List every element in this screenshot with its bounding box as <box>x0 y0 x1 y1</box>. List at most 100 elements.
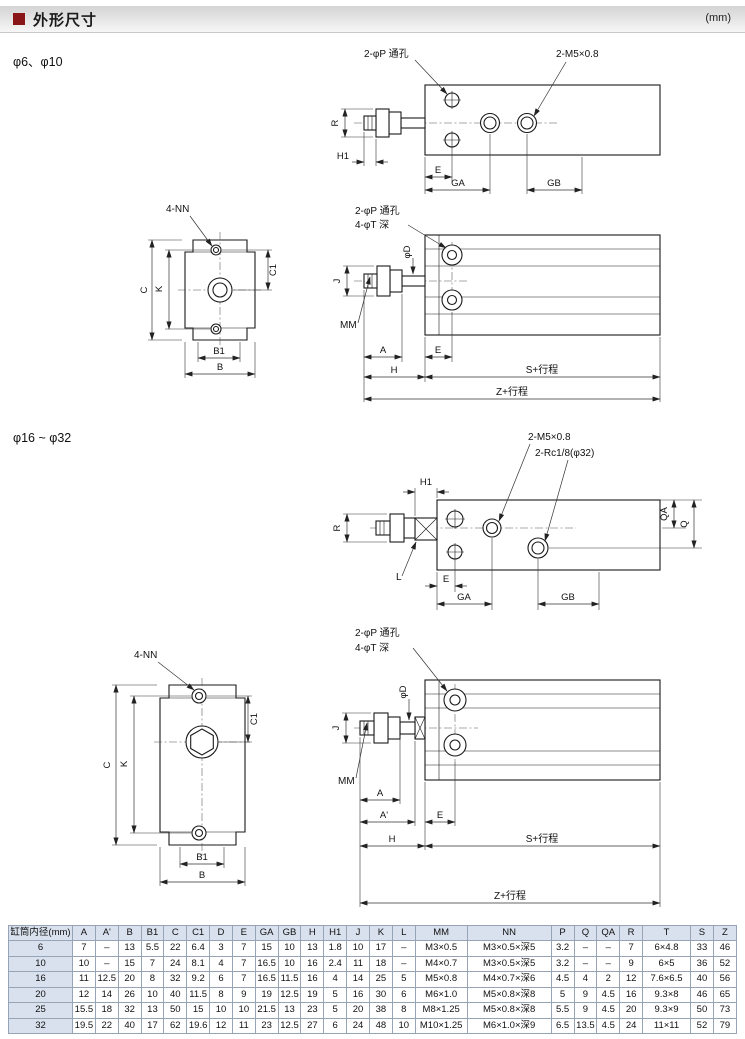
table-cell: M3×0.5×深5 <box>466 955 552 973</box>
dim-label-a-prime: A' <box>380 810 388 821</box>
table-cell: 40 <box>163 986 188 1004</box>
table-cell: 13 <box>277 1002 302 1019</box>
drawing-large-bore-port-view: 2-M5×0.8 2-Rc1/8(φ32) H1 R QA Q L E <box>332 432 702 610</box>
drawing-large-bore-end-view: 4-NN C K C1 B1 B <box>102 650 260 886</box>
column-header-C1: C1 <box>186 924 211 942</box>
table-cell: 30 <box>368 986 393 1004</box>
table-cell: 19 <box>300 986 325 1004</box>
table-cell: 24 <box>619 1017 644 1035</box>
dim-label-e: E <box>437 810 443 821</box>
row-id-cell: 20 <box>8 986 73 1004</box>
rod-assembly <box>363 265 426 297</box>
table-cell: 10 <box>231 1002 256 1019</box>
dim-label-s-stroke: S+行程 <box>526 363 559 376</box>
table-cell: 12 <box>72 986 96 1004</box>
table-cell: M6×1.0×深9 <box>466 1017 552 1035</box>
table-cell: 79 <box>712 1017 738 1035</box>
table-cell: 9 <box>573 1002 598 1019</box>
table-cell: M5×0.8×深8 <box>466 1002 552 1019</box>
nn-mounting-holes <box>191 688 207 841</box>
table-cell: 9.3×8 <box>642 986 692 1004</box>
table-cell: 36 <box>690 955 714 973</box>
table-cell: M4×0.7 <box>414 955 468 973</box>
label-t-depth: 4-φT 深 <box>355 219 389 231</box>
p-through-holes <box>443 91 461 149</box>
table-cell: M8×1.25 <box>414 1002 468 1019</box>
table-cell: 56 <box>712 971 738 988</box>
table-cell: 17 <box>368 940 393 957</box>
table-cell: 2 <box>596 971 621 988</box>
table-cell: 7 <box>72 940 96 957</box>
table-cell: 7 <box>619 940 644 957</box>
table-cell: 6 <box>323 1017 348 1035</box>
table-cell: 73 <box>712 1002 738 1019</box>
dim-label-a: A <box>380 345 387 356</box>
rod-assembly <box>363 108 426 138</box>
label-rod-diameter: φD <box>402 245 413 258</box>
label-rod-diameter: φD <box>398 685 409 698</box>
table-cell: 4 <box>323 971 348 988</box>
table-cell: 3.2 <box>550 940 575 957</box>
table-cell: 12 <box>619 971 644 988</box>
table-cell: 9.2 <box>186 971 211 988</box>
dim-label-c: C <box>102 761 113 768</box>
table-cell: 65 <box>712 986 738 1004</box>
table-cell: 7 <box>231 955 256 973</box>
table-cell: 7 <box>231 971 256 988</box>
column-header-MM: MM <box>414 924 468 942</box>
table-cell: 16.5 <box>254 971 279 988</box>
table-cell: 16 <box>619 986 644 1004</box>
table-cell: 14 <box>94 986 119 1004</box>
column-header-B1: B1 <box>140 924 165 942</box>
row-id-cell: 32 <box>8 1017 73 1035</box>
dim-label-h1: H1 <box>420 477 432 488</box>
table-cell: 13 <box>117 940 142 957</box>
dim-label-h: H <box>389 834 396 845</box>
table-cell: 17 <box>140 1017 165 1035</box>
nn-mounting-holes <box>210 244 222 335</box>
label-m5-ports: 2-M5×0.8 <box>556 49 599 60</box>
table-cell: 52 <box>690 1017 714 1035</box>
drawing-small-bore-side-view: 2-φP 通孔 4-φT 深 φD J MM A E H S+行程 Z+行程 <box>332 205 661 402</box>
column-header-H1: H1 <box>323 924 348 942</box>
table-cell: 10 <box>277 940 302 957</box>
table-cell: M3×0.5 <box>414 940 468 957</box>
table-cell: 22 <box>94 1017 119 1035</box>
table-cell: 4.5 <box>550 971 575 988</box>
table-cell: 16 <box>300 955 325 973</box>
table-cell: – <box>391 940 416 957</box>
table-cell: – <box>94 955 119 973</box>
table-cell: 11 <box>231 1017 256 1035</box>
cylinder-body-outline <box>424 84 661 156</box>
table-cell: 5 <box>323 986 348 1004</box>
table-cell: 15 <box>254 940 279 957</box>
rod-bore-with-hex <box>185 725 219 759</box>
table-cell: 5.5 <box>550 1002 575 1019</box>
label-nn-holes: 4-NN <box>134 650 157 661</box>
dim-label-b1: B1 <box>196 852 208 863</box>
table-cell: 32 <box>163 971 188 988</box>
counterbore-holes <box>441 244 463 311</box>
table-cell: 50 <box>163 1002 188 1019</box>
dim-label-r: R <box>332 524 343 531</box>
table-cell: 32 <box>117 1002 142 1019</box>
table-cell: 13.5 <box>573 1017 598 1035</box>
table-cell: 10 <box>391 1017 416 1035</box>
table-cell: 7 <box>140 955 165 973</box>
table-cell: 9 <box>573 986 598 1004</box>
dim-label-r: R <box>330 119 341 126</box>
drawing-small-bore-end-view: 4-NN C K C1 B1 B <box>139 204 279 378</box>
dim-label-c1: C1 <box>268 264 279 276</box>
port-holes <box>482 518 549 559</box>
dim-label-ga: GA <box>451 178 465 189</box>
table-cell: 11 <box>72 971 96 988</box>
rod-assembly <box>375 513 438 543</box>
table-cell: 23 <box>254 1017 279 1035</box>
dim-label-ga: GA <box>457 592 471 603</box>
dim-label-gb: GB <box>561 592 575 603</box>
table-cell: 46 <box>712 940 738 957</box>
table-cell: 40 <box>117 1017 142 1035</box>
table-cell: 24 <box>346 1017 370 1035</box>
